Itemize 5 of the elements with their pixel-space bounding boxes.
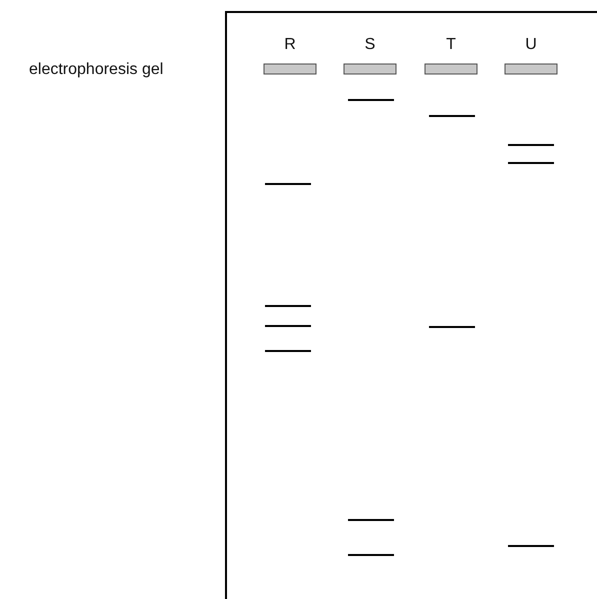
- lane-label: U: [525, 36, 537, 54]
- gel-label: electrophoresis gel: [29, 61, 164, 79]
- lane-label: S: [364, 36, 376, 54]
- lane-label: T: [446, 36, 456, 54]
- lane-label: R: [284, 36, 296, 54]
